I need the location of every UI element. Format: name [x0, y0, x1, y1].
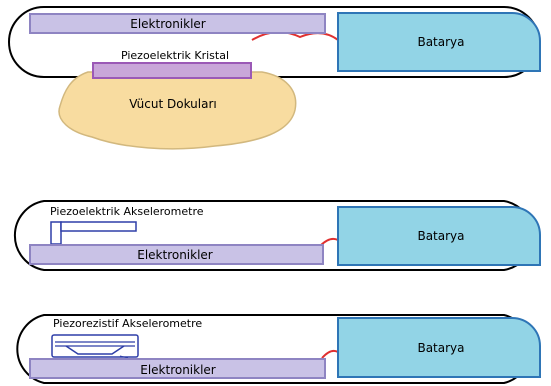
body-tissue — [58, 71, 297, 150]
electronics-block — [29, 13, 326, 34]
battery-label: Batarya — [417, 229, 464, 243]
battery — [337, 317, 541, 378]
panel-piezoelectric-accelerometer: Batarya Piezoelektrik Akselerometre Elek… — [13, 200, 541, 271]
electronics-label: Elektronikler — [130, 17, 206, 31]
crystal-label: Piezoelektrik Kristal — [121, 49, 229, 62]
wire — [251, 31, 339, 41]
piezoelectric-crystal — [92, 62, 252, 79]
accelerometer-label: Piezorezistif Akselerometre — [53, 317, 202, 330]
battery-label: Batarya — [417, 341, 464, 355]
electronics-label: Elektronikler — [140, 363, 216, 377]
electronics-block — [29, 244, 324, 265]
electronics-label: Elektronikler — [137, 248, 213, 262]
accelerometer-label: Piezoelektrik Akselerometre — [50, 205, 204, 218]
battery — [337, 206, 541, 266]
panel-piezoelectric-crystal: Elektronikler Batarya Vücut Dokuları Pie… — [8, 6, 541, 150]
electronics-block — [29, 358, 326, 379]
piezoresistive-accelerometer-symbol — [51, 334, 139, 359]
wire — [321, 349, 339, 359]
panel-piezoresistive-accelerometer: Batarya Piezorezistif Akselerometre Elek… — [16, 314, 541, 384]
battery-label: Batarya — [417, 35, 464, 49]
battery — [337, 12, 541, 72]
tissue-label: Vücut Dokuları — [129, 97, 216, 111]
